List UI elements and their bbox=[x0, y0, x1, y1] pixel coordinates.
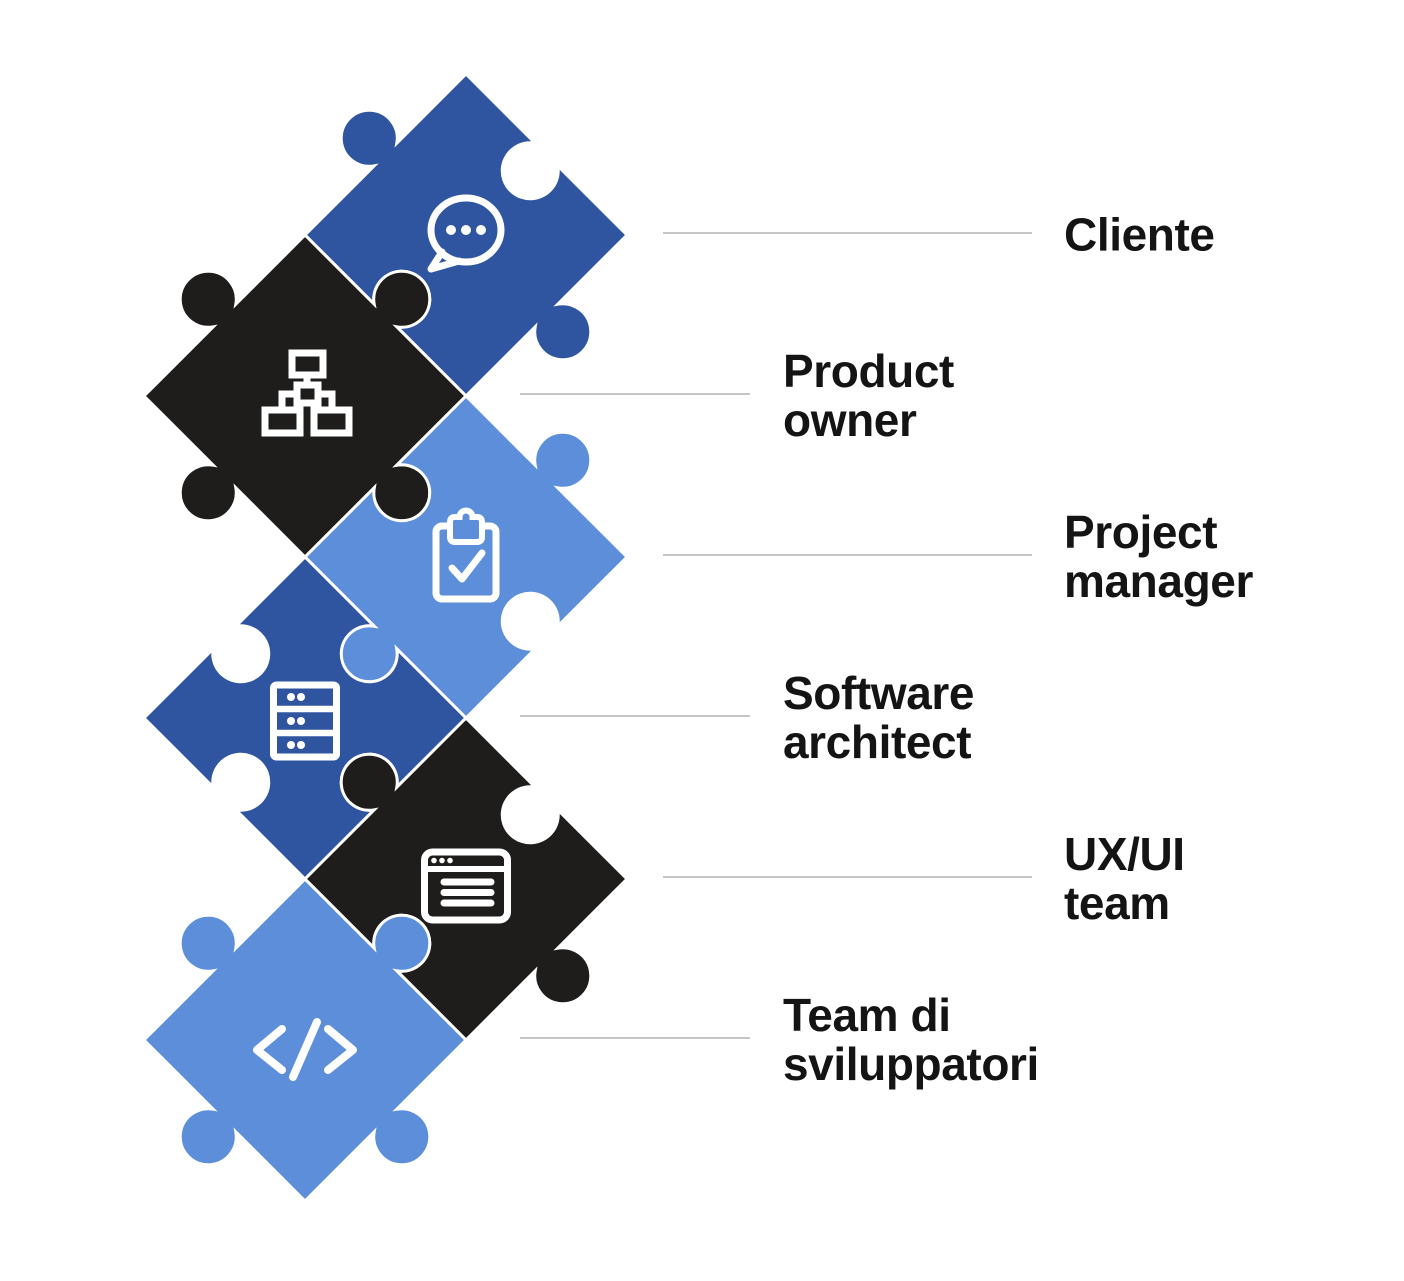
label-cliente: Cliente bbox=[1064, 208, 1215, 261]
label-line: Cliente bbox=[1064, 208, 1215, 261]
label-line: owner bbox=[783, 394, 917, 446]
sitemap-icon bbox=[261, 349, 353, 437]
chat-bubble-icon bbox=[427, 194, 505, 273]
label-line: UX/UI bbox=[1064, 828, 1185, 880]
label-line: Software bbox=[783, 667, 975, 719]
label-line: Product bbox=[783, 345, 954, 397]
puzzle-piece-team-sviluppatori bbox=[141, 876, 469, 1204]
label-line: Project bbox=[1064, 506, 1218, 558]
label-line: team bbox=[1064, 877, 1170, 929]
label-line: architect bbox=[783, 716, 972, 768]
label-line: Team di bbox=[783, 989, 951, 1041]
server-icon bbox=[270, 681, 340, 761]
puzzle-piece-project-manager bbox=[302, 393, 630, 721]
browser-window-icon bbox=[421, 848, 511, 924]
label-line: sviluppatori bbox=[783, 1038, 1039, 1090]
clipboard-check-icon bbox=[432, 507, 500, 603]
code-icon bbox=[253, 1018, 357, 1081]
puzzle-piece-cliente bbox=[302, 71, 630, 399]
puzzle-piece-product-owner bbox=[141, 232, 469, 560]
label-line: manager bbox=[1064, 555, 1253, 607]
